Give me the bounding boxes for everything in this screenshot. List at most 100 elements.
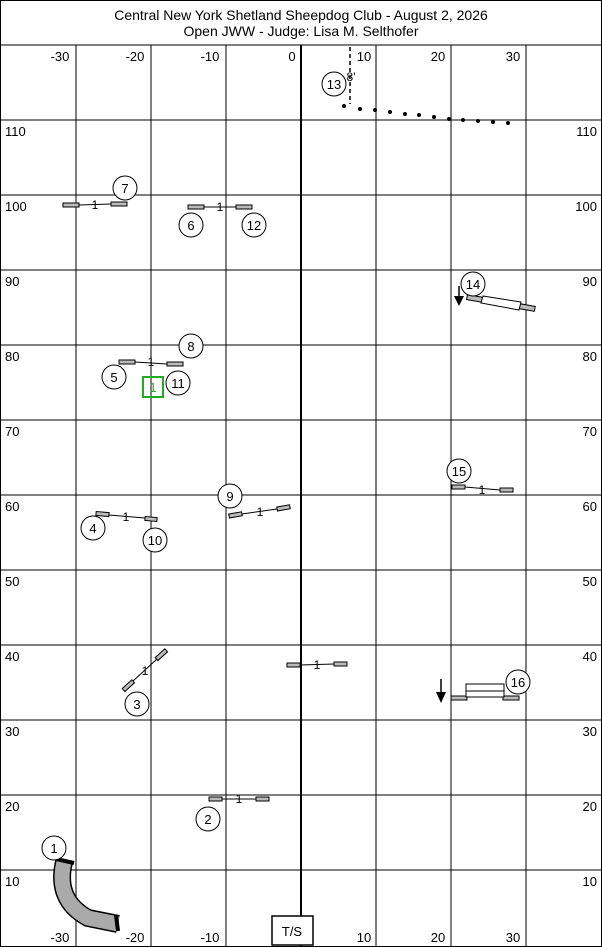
number-circle-9: 9 (217, 483, 243, 509)
number-circle-4: 4 (80, 515, 106, 541)
jump-6-12: 1 (187, 200, 253, 214)
x-top-label: -30 (51, 49, 70, 64)
number-markers: 1 2 3 4 5 6 7 8 (41, 71, 531, 861)
number-label: 4 (89, 521, 96, 536)
number-circle-16: 16 (505, 669, 531, 695)
y-right-label: 80 (583, 349, 597, 364)
number-circle-11: 11 (165, 370, 191, 396)
x-bottom-label: 30 (506, 930, 520, 945)
jump-bar-label: 1 (148, 355, 155, 369)
jump-bar-label: 1 (257, 505, 264, 519)
number-label: 12 (247, 218, 261, 233)
number-circle-5: 5 (101, 364, 127, 390)
number-circle-13: 13 (321, 71, 347, 97)
x-bottom-label: 20 (431, 930, 445, 945)
number-label: 3 (133, 697, 140, 712)
y-left-label: 40 (5, 649, 19, 664)
number-circle-7: 7 (112, 175, 138, 201)
number-circle-15: 15 (446, 458, 472, 484)
number-label: 11 (171, 376, 185, 391)
number-label: 13 (327, 77, 341, 92)
number-circle-1: 1 (41, 835, 67, 861)
jump-bar-label: 1 (123, 510, 130, 524)
number-label: 10 (148, 533, 162, 548)
y-axis-left: 110 100 90 80 70 60 50 40 30 20 10 (5, 124, 27, 889)
x-top-label: 0 (288, 49, 295, 64)
y-left-label: 70 (5, 424, 19, 439)
y-right-label: 30 (583, 724, 597, 739)
x-axis-bottom: -30 -20 -10 10 20 30 (51, 930, 521, 945)
distance-label: 8' (347, 70, 356, 84)
x-bottom-label: -10 (201, 930, 220, 945)
number-label: 8 (187, 339, 194, 354)
number-label: 9 (226, 489, 233, 504)
x-top-label: -10 (201, 49, 220, 64)
start-box-label: 1 (149, 380, 156, 395)
y-right-label: 50 (583, 574, 597, 589)
x-top-label: 30 (506, 49, 520, 64)
jump-center: 1 (286, 658, 348, 672)
jump-5-8: 1 (118, 355, 184, 369)
jump-4-10: 1 (95, 510, 158, 524)
y-right-label: 40 (583, 649, 597, 664)
jump-bar-label: 1 (92, 198, 99, 212)
jump-7: 1 (62, 198, 128, 212)
y-right-label: 70 (583, 424, 597, 439)
x-bottom-label: 10 (357, 930, 371, 945)
grid-lines (0, 45, 602, 947)
direction-arrow-icon (436, 679, 446, 703)
course-subtitle: Open JWW - Judge: Lisa M. Selthofer (183, 23, 419, 39)
number-label: 5 (110, 370, 117, 385)
jump-9: 1 (228, 504, 291, 519)
number-circle-6: 6 (178, 212, 204, 238)
course-header: Central New York Shetland Sheepdog Club … (0, 0, 602, 45)
y-right-label: 10 (583, 874, 597, 889)
y-left-label: 80 (5, 349, 19, 364)
x-bottom-label: -30 (51, 930, 70, 945)
number-circle-10: 10 (142, 527, 168, 553)
number-label: 15 (452, 464, 466, 479)
x-top-label: 10 (357, 49, 371, 64)
jump-15: 1 (451, 483, 514, 497)
double-jump-16 (450, 683, 520, 701)
jump-3: 1 (121, 648, 169, 693)
number-label: 6 (187, 218, 194, 233)
y-right-label: 90 (583, 274, 597, 289)
y-left-label: 10 (5, 874, 19, 889)
jump-bar-label: 1 (479, 483, 486, 497)
number-circle-12: 12 (241, 212, 267, 238)
tunnel (53, 857, 120, 933)
course-title: Central New York Shetland Sheepdog Club … (114, 7, 488, 23)
y-left-label: 30 (5, 724, 19, 739)
number-circle-8: 8 (178, 333, 204, 359)
y-left-label: 100 (5, 199, 27, 214)
y-right-label: 100 (575, 199, 597, 214)
y-right-label: 60 (583, 499, 597, 514)
start-box (142, 376, 164, 398)
direction-arrow-icon (454, 286, 464, 306)
number-circle-3: 3 (124, 691, 150, 717)
x-top-label: -20 (126, 49, 145, 64)
number-circle-14: 14 (460, 271, 486, 297)
y-right-label: 110 (576, 124, 597, 139)
number-label: 2 (204, 812, 211, 827)
jump-bar-label: 1 (314, 658, 321, 672)
y-left-label: 50 (5, 574, 19, 589)
y-axis-right: 110 100 90 80 70 60 50 40 30 20 10 (575, 124, 597, 889)
x-bottom-label: -20 (126, 930, 145, 945)
jump-bar-label: 1 (236, 792, 243, 806)
number-label: 7 (121, 181, 128, 196)
number-circle-2: 2 (195, 806, 221, 832)
y-left-label: 20 (5, 799, 19, 814)
y-left-label: 110 (5, 124, 26, 139)
y-right-label: 20 (583, 799, 597, 814)
start-marker-label: T/S (282, 924, 303, 939)
y-left-label: 60 (5, 499, 19, 514)
jump-bar-label: 1 (217, 200, 224, 214)
number-label: 1 (50, 841, 57, 856)
number-label: 14 (466, 277, 480, 292)
start-marker-box (271, 915, 314, 946)
panel-jump-14 (466, 294, 536, 312)
jump-bar-label: 1 (142, 664, 149, 678)
